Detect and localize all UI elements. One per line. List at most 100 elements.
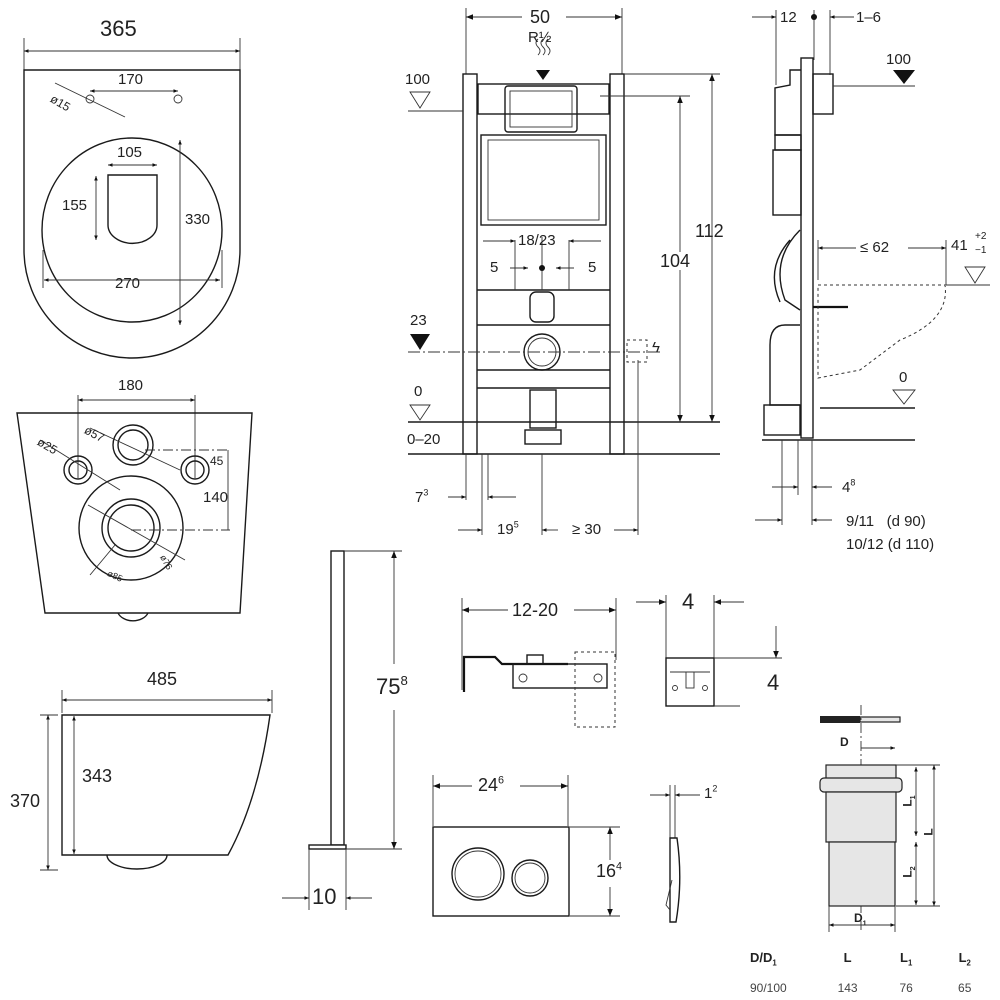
dim-leg-height: 758 [376,672,408,699]
header-text: D/D [750,950,773,965]
label-pipe-L1-sub: 1 [908,795,918,800]
pipe-table-header-cell: L2 [935,950,994,968]
level-100-side: 100 [886,51,912,68]
label-pipe-D1-base: D [854,911,863,925]
label-pipe-L2-base: L [900,870,915,878]
dim-leg-sup: 5 [513,519,519,530]
pipe-table-cell: 90/100 [750,981,787,995]
dim-height-104: 104 [660,251,691,271]
dim-height-112: 112 [695,221,724,241]
dim-plate-thickness: 12 [704,783,718,802]
dim-seat-height: 41 [951,238,968,253]
dim-bolt-to-outlet: 140 [203,489,229,506]
dim-seat-opening-length: 155 [62,197,88,214]
dim-clip-width: 4 [682,589,695,614]
dim-plate-range: 1–6 [856,9,882,26]
dim-foot-7-3: 73 [415,487,429,506]
flush-plate [432,775,700,923]
frame-front-view [408,8,720,535]
dim-leg-19-5: 195 [497,519,519,538]
label-pipe-D: D [840,735,849,749]
bowl-rear-view [16,395,253,622]
frame-side-view [752,10,990,525]
dim-seat-tol-plus: +2 [975,231,987,242]
dim-leg-foot-width: 10 [312,884,337,909]
level-100-front: 100 [405,71,431,88]
pipe-table-header: D/D1 L L1 L2 [740,950,1000,968]
dim-bolt-spacing: 180 [118,377,144,394]
dim-plate-height-sup: 4 [616,860,623,873]
label-pipe-L2: L2 [900,866,918,878]
bowl-side-view [40,690,273,871]
label-water-connection: R½ [528,29,552,46]
dim-foot-sup: 3 [423,487,429,498]
dim-inlet-offset: 45 [210,454,224,468]
dim-projection-max: ≤ 62 [860,239,890,256]
pipe-table-cell: 143 [837,981,858,995]
dim-plate-width-sup: 6 [498,774,505,787]
pipe-table-row: 90/100 143 76 65 [740,981,1000,995]
header-sub: 1 [772,958,777,968]
header-sub: 2 [966,958,971,968]
dim-overall-width: 365 [100,16,137,41]
header-text: L [843,950,852,965]
electrical-icon: ϟ [652,339,660,356]
dim-seat-tol-minus: −1 [975,245,987,256]
header-text: L [900,950,908,965]
connector-pipe [819,705,940,932]
dim-floor-range: 0–20 [407,431,441,448]
dim-depth-12: 12 [780,9,797,26]
dim-projection: 485 [147,669,178,689]
wall-bracket [461,595,782,728]
dim-plate-thickness-base: 1 [704,785,713,802]
dim-electrical-min: ≥ 30 [572,521,602,538]
bowl-top-view [23,38,241,359]
dim-plate-thickness-sup: 2 [712,783,718,794]
label-pipe-L2-sub: 2 [908,866,918,871]
dim-frame-width: 50 [530,7,551,27]
pipe-table-cell: 76 [899,981,913,995]
pipe-table-cell: 65 [958,981,972,995]
pipe-table-header-cell: L1 [877,950,936,968]
dim-plate-width-base: 24 [478,775,499,795]
level-23: 23 [410,312,427,329]
label-pipe-L: L [921,828,936,836]
dim-foot-4-8: 48 [842,477,856,496]
leg-support [282,550,402,910]
dim-offset-left: 5 [490,259,499,276]
dim-plate-height: 164 [596,860,623,881]
level-0-side: 0 [899,369,908,386]
header-sub: 1 [907,958,913,968]
label-pipe-D1: D1 [854,911,867,928]
header-text: L [958,950,967,965]
dim-pipe-offset-d110: 10/12 (d 110) [846,536,935,553]
dim-seat-height-base: 41 [951,237,968,254]
dim-plate-width: 246 [478,774,505,795]
dim-bowl-inner-length: 330 [185,211,211,228]
dim-bolt-spacing-frame: 18/23 [518,232,556,249]
dim-leg-base: 19 [497,521,514,538]
dim-leg-height-base: 75 [376,674,401,699]
dim-bracket-range: 12-20 [512,600,559,620]
dim-leg-height-sup: 8 [400,672,408,688]
dim-bowl-inner-width: 270 [115,275,141,292]
dim-clip-height: 4 [767,670,780,695]
dim-plate-height-base: 16 [596,861,617,881]
label-pipe-L1-base: L [900,799,915,807]
pipe-table-header-cell: D/D1 [740,950,818,968]
dim-total-height: 370 [10,791,41,811]
label-pipe-L1: L1 [900,795,918,807]
dim-offset-right: 5 [588,259,597,276]
dim-foot-side-sup: 8 [850,477,856,488]
dim-foot-side-base: 4 [842,479,851,496]
dim-pipe-offset-d90: 9/11 (d 90) [846,513,926,530]
label-pipe-D1-sub: 1 [862,918,867,928]
dim-foot-base: 7 [415,489,424,506]
dim-hole-spacing: 170 [118,71,144,88]
dim-seat-opening-width: 105 [117,144,143,161]
level-0-front: 0 [414,383,423,400]
pipe-dimension-table: D/D1 L L1 L2 90/100 143 76 65 [740,950,1000,995]
dim-body-height: 343 [82,766,113,786]
pipe-table-header-cell: L [818,950,877,965]
